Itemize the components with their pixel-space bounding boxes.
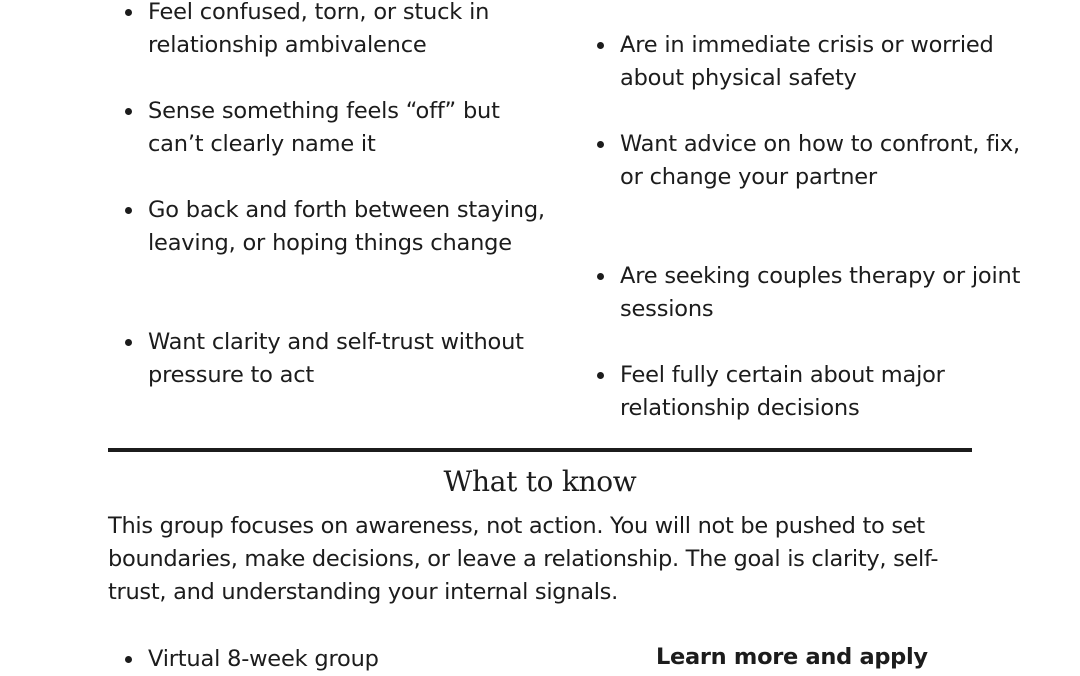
list-item: Feel fully certain about major relations… <box>580 359 1040 425</box>
section-divider <box>108 448 972 452</box>
section-heading: What to know <box>443 465 637 498</box>
list-item: Virtual 8-week group <box>108 643 548 676</box>
list-item: Are seeking couples therapy or joint ses… <box>580 260 1040 326</box>
section-body-text: This group focuses on awareness, not act… <box>108 513 939 605</box>
list-item: Are in immediate crisis or worried about… <box>580 29 1040 95</box>
list-item: Sense something feels “off” but can’t cl… <box>108 95 548 161</box>
list-item: Go back and forth between staying, leavi… <box>108 194 548 260</box>
learn-more-apply-link[interactable]: Learn more and apply <box>656 644 928 670</box>
list-item: Want clarity and self-trust without pres… <box>108 326 548 392</box>
list-item: Want advice on how to confront, fix, or … <box>580 128 1040 194</box>
list-item: Feel confused, torn, or stuck in relatio… <box>108 0 548 62</box>
